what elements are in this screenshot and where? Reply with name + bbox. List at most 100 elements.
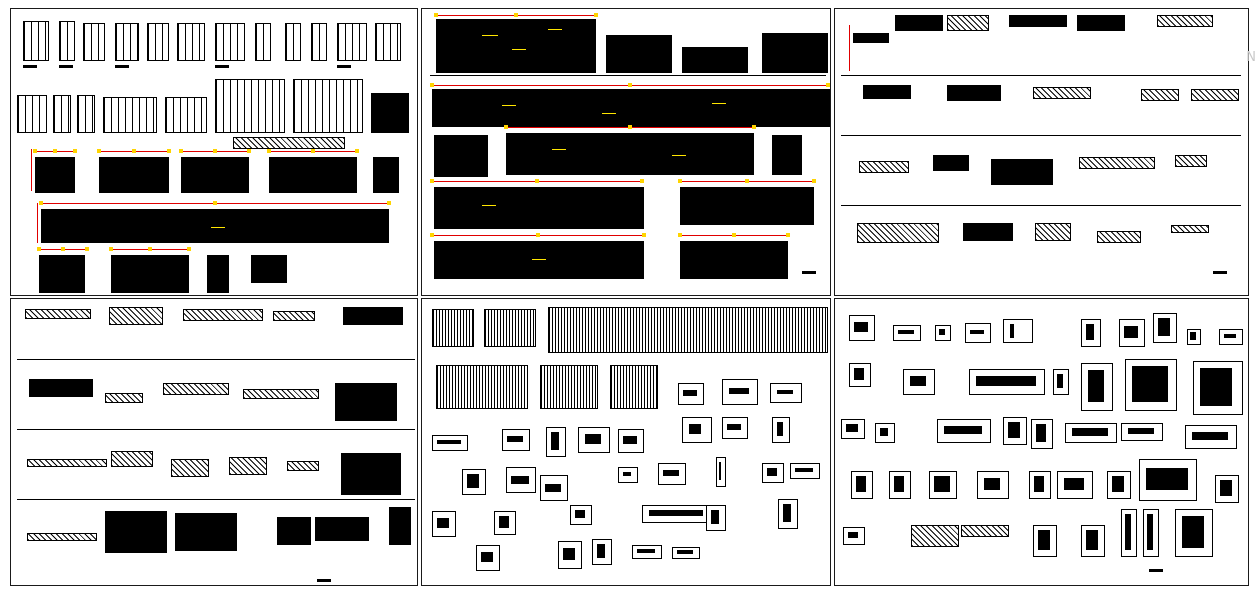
dimension-line [31, 149, 32, 191]
wall-elevation [434, 241, 644, 279]
dimension-tick [430, 179, 434, 183]
dimension-tick [167, 149, 171, 153]
window-elevation [177, 23, 205, 61]
construction-detail [843, 527, 865, 545]
panel-elevation [548, 307, 828, 353]
construction-detail [851, 471, 873, 499]
panel-elevation [484, 309, 536, 347]
title-label [337, 65, 351, 68]
large-window-elevation [215, 79, 285, 133]
wall-section [175, 513, 237, 551]
construction-detail [937, 419, 991, 443]
dimension-tick [247, 149, 251, 153]
title-label [802, 271, 816, 274]
construction-detail [1143, 509, 1159, 557]
dimension-tick [826, 83, 830, 87]
construction-detail [506, 467, 536, 493]
dimension-line [849, 25, 850, 71]
construction-detail [1081, 525, 1105, 557]
construction-detail [1029, 471, 1051, 499]
dimension-tick [213, 201, 217, 205]
annotation-line [552, 149, 566, 150]
wall-elevation [680, 241, 788, 279]
title-label [59, 65, 73, 68]
construction-detail [778, 499, 798, 529]
wall-section [171, 459, 209, 477]
wall-panel [269, 157, 357, 193]
window-elevation [311, 23, 327, 61]
construction-detail [1119, 319, 1145, 347]
construction-detail [935, 325, 951, 341]
wall-panel [371, 93, 409, 133]
panel-elevation [610, 365, 658, 409]
construction-detail [1175, 509, 1213, 557]
construction-detail [570, 505, 592, 525]
wall-section [947, 15, 989, 31]
section-divider [17, 429, 415, 430]
construction-detail [1081, 363, 1113, 411]
wall-section [1077, 15, 1125, 31]
dimension-tick [678, 233, 682, 237]
construction-detail [977, 471, 1009, 499]
construction-detail [502, 429, 530, 451]
dimension-tick [311, 149, 315, 153]
wall-panel [207, 255, 229, 293]
wall-section [1079, 157, 1155, 169]
wall-elevation [434, 187, 644, 229]
sheet-4 [10, 298, 418, 586]
dimension-tick [33, 149, 37, 153]
dimension-tick [628, 83, 632, 87]
dimension-tick [61, 247, 65, 251]
construction-detail [592, 539, 612, 565]
dimension-tick [752, 125, 756, 129]
construction-detail [494, 511, 516, 535]
dimension-tick [594, 13, 598, 17]
construction-detail [716, 457, 726, 487]
construction-detail [1053, 369, 1069, 395]
construction-detail [841, 419, 865, 439]
construction-detail [618, 429, 644, 453]
wall-section [863, 85, 911, 99]
dimension-tick [642, 233, 646, 237]
panel-elevation [436, 365, 528, 409]
wall-section [183, 309, 263, 321]
door-elevation [165, 97, 207, 133]
wall-section [343, 307, 403, 325]
construction-detail [1185, 425, 1237, 449]
dimension-tick [39, 201, 43, 205]
wall-panel [373, 157, 399, 193]
section-divider [841, 75, 1241, 76]
wall-section [111, 451, 153, 467]
dimension-tick [678, 179, 682, 183]
wall-section [315, 517, 369, 541]
construction-detail [961, 525, 1009, 537]
wall-panel [181, 157, 249, 193]
connection-detail [678, 383, 704, 405]
wall-panel [251, 255, 287, 283]
door-elevation [17, 95, 47, 133]
wall-elevation [682, 47, 748, 73]
dimension-tick [745, 179, 749, 183]
connection-detail [682, 417, 712, 443]
ground-line [430, 75, 826, 76]
construction-detail [432, 511, 456, 537]
wall-section [163, 383, 229, 395]
wall-panel [35, 157, 75, 193]
title-label [317, 579, 331, 582]
construction-detail [632, 545, 662, 559]
wall-section [27, 459, 107, 467]
construction-detail [903, 369, 935, 395]
annotation-line [211, 227, 225, 228]
wall-section [105, 511, 167, 553]
connection-detail [772, 417, 790, 443]
wall-section [857, 223, 939, 243]
dimension-tick [628, 125, 632, 129]
dimension-tick [187, 247, 191, 251]
construction-detail [546, 427, 566, 457]
window-elevation [255, 23, 271, 61]
construction-detail [1153, 313, 1177, 343]
window-elevation [147, 23, 169, 61]
annotation-line [502, 105, 516, 106]
dimension-tick [640, 179, 644, 183]
